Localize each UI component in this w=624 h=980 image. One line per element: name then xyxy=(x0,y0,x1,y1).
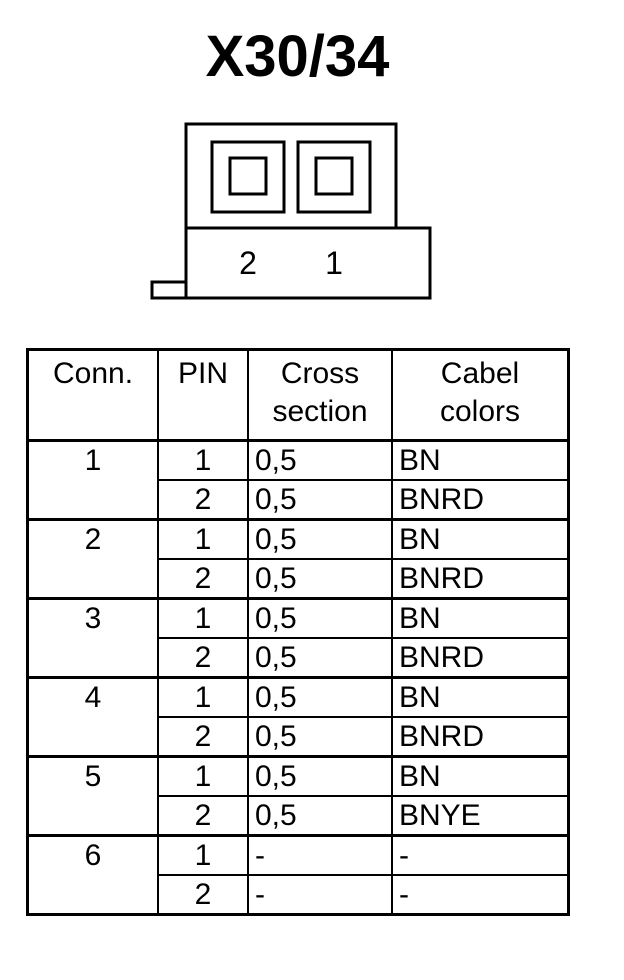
cross-section-cell: 0,5 xyxy=(247,479,393,521)
pin-cell: 2 xyxy=(157,795,249,837)
diagram-title: X30/34 xyxy=(205,24,390,89)
cross-section-cell: 0,5 xyxy=(247,676,393,718)
pin-cell: 1 xyxy=(157,676,249,718)
conn-number-cell: 3 xyxy=(26,597,159,679)
pin-cell: 2 xyxy=(157,874,249,916)
pin-cell: 2 xyxy=(157,479,249,521)
connector-drawing: 2 1 xyxy=(150,122,432,300)
cable-color-cell: BNRD xyxy=(391,716,570,758)
header-pin: PIN xyxy=(157,348,249,442)
conn-number-cell: 5 xyxy=(26,755,159,837)
cross-section-cell: 0,5 xyxy=(247,795,393,837)
pin-label-2: 2 xyxy=(239,245,257,281)
pin-cavity-1-outer xyxy=(296,140,372,214)
cable-color-cell: BN xyxy=(391,597,570,639)
conn-number-cell: 2 xyxy=(26,518,159,600)
pin-cell: 2 xyxy=(157,716,249,758)
pin-cavity-2-inner xyxy=(228,156,268,196)
pin-cell: 1 xyxy=(157,755,249,797)
cross-section-cell: - xyxy=(247,834,393,876)
pin-cell: 2 xyxy=(157,558,249,600)
cable-color-cell: BNRD xyxy=(391,558,570,600)
conn-number-cell: 4 xyxy=(26,676,159,758)
cable-color-cell: BN xyxy=(391,518,570,560)
cable-color-cell: BN xyxy=(391,676,570,718)
pin-cavity-2-outer xyxy=(210,140,286,214)
cross-section-cell: 0,5 xyxy=(247,597,393,639)
cross-section-cell: 0,5 xyxy=(247,558,393,600)
cable-color-cell: BNYE xyxy=(391,795,570,837)
pin-cavity-1-inner xyxy=(314,156,354,196)
conn-number-cell: 1 xyxy=(26,439,159,521)
cable-color-cell: - xyxy=(391,874,570,916)
connector-housing-bottom xyxy=(184,226,432,300)
connector-latch-tab xyxy=(150,280,188,300)
cross-section-cell: 0,5 xyxy=(247,716,393,758)
cross-section-cell: 0,5 xyxy=(247,518,393,560)
cable-color-cell: BN xyxy=(391,755,570,797)
cable-color-cell: BNRD xyxy=(391,637,570,679)
conn-number-cell: 6 xyxy=(26,834,159,916)
cross-section-cell: 0,5 xyxy=(247,755,393,797)
table-row: 2-- xyxy=(28,874,570,916)
cross-section-cell: - xyxy=(247,874,393,916)
header-conn: Conn. xyxy=(26,348,159,442)
pin-cell: 1 xyxy=(157,597,249,639)
cross-section-cell: 0,5 xyxy=(247,637,393,679)
pin-cell: 1 xyxy=(157,518,249,560)
cable-color-cell: BNRD xyxy=(391,479,570,521)
pin-cell: 1 xyxy=(157,834,249,876)
pin-label-1: 1 xyxy=(325,245,343,281)
pin-cell: 2 xyxy=(157,637,249,679)
cable-color-cell: - xyxy=(391,834,570,876)
cable-color-cell: BN xyxy=(391,439,570,481)
pin-cell: 1 xyxy=(157,439,249,481)
cross-section-cell: 0,5 xyxy=(247,439,393,481)
